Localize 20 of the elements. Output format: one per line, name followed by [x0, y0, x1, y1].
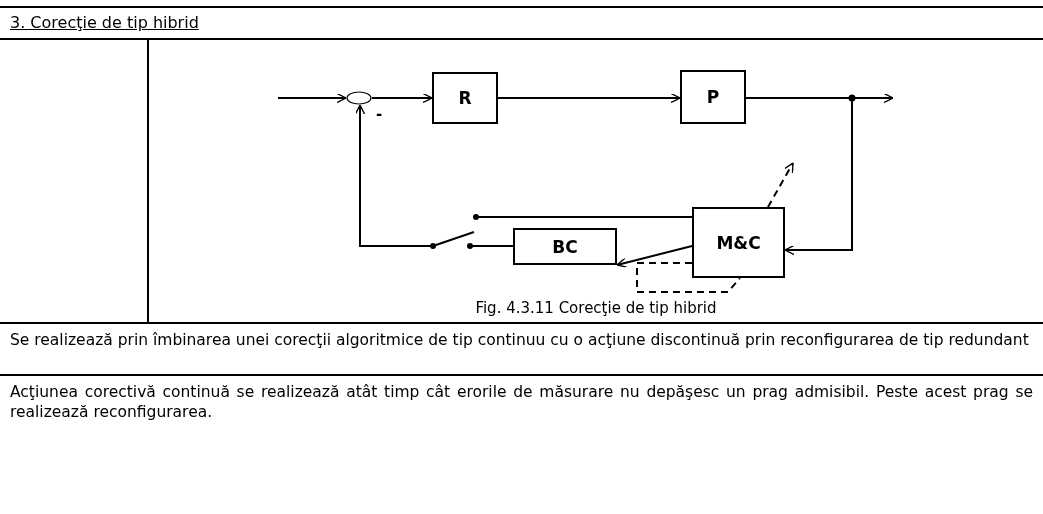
dashed-arrow	[767, 162, 794, 208]
paragraph: Se realizează prin îmbinarea unei corecţii algoritmice de tip continuu cu o acţiune discontinuă prin reconfigurarea de tip redundant	[10, 330, 1030, 350]
arrow	[277, 92, 347, 104]
process-box: R	[432, 72, 498, 124]
process-box: M&C	[692, 207, 785, 278]
arrow	[497, 92, 681, 104]
arrow	[616, 245, 693, 268]
line	[481, 245, 514, 247]
switch-symbol	[426, 211, 482, 252]
minus-sign: -	[376, 104, 383, 124]
figure-caption: Fig. 4.3.11 Corecţie de tip hibrid	[474, 298, 718, 318]
arrow	[745, 97, 853, 256]
process-box: P	[680, 70, 746, 124]
arrow	[371, 92, 433, 104]
summing-junction	[346, 91, 372, 105]
section-heading: 3. Corecţie de tip hibrid	[10, 13, 199, 33]
arrow	[354, 104, 427, 247]
paragraph: Acţiunea corectivă continuă se realizează atât timp cât erorile de măsurare nu depăşesc un prag admisibil. Peste acest prag se realizează reconfigurarea.	[10, 382, 1033, 422]
line	[481, 216, 693, 218]
process-box: BC	[513, 228, 617, 265]
